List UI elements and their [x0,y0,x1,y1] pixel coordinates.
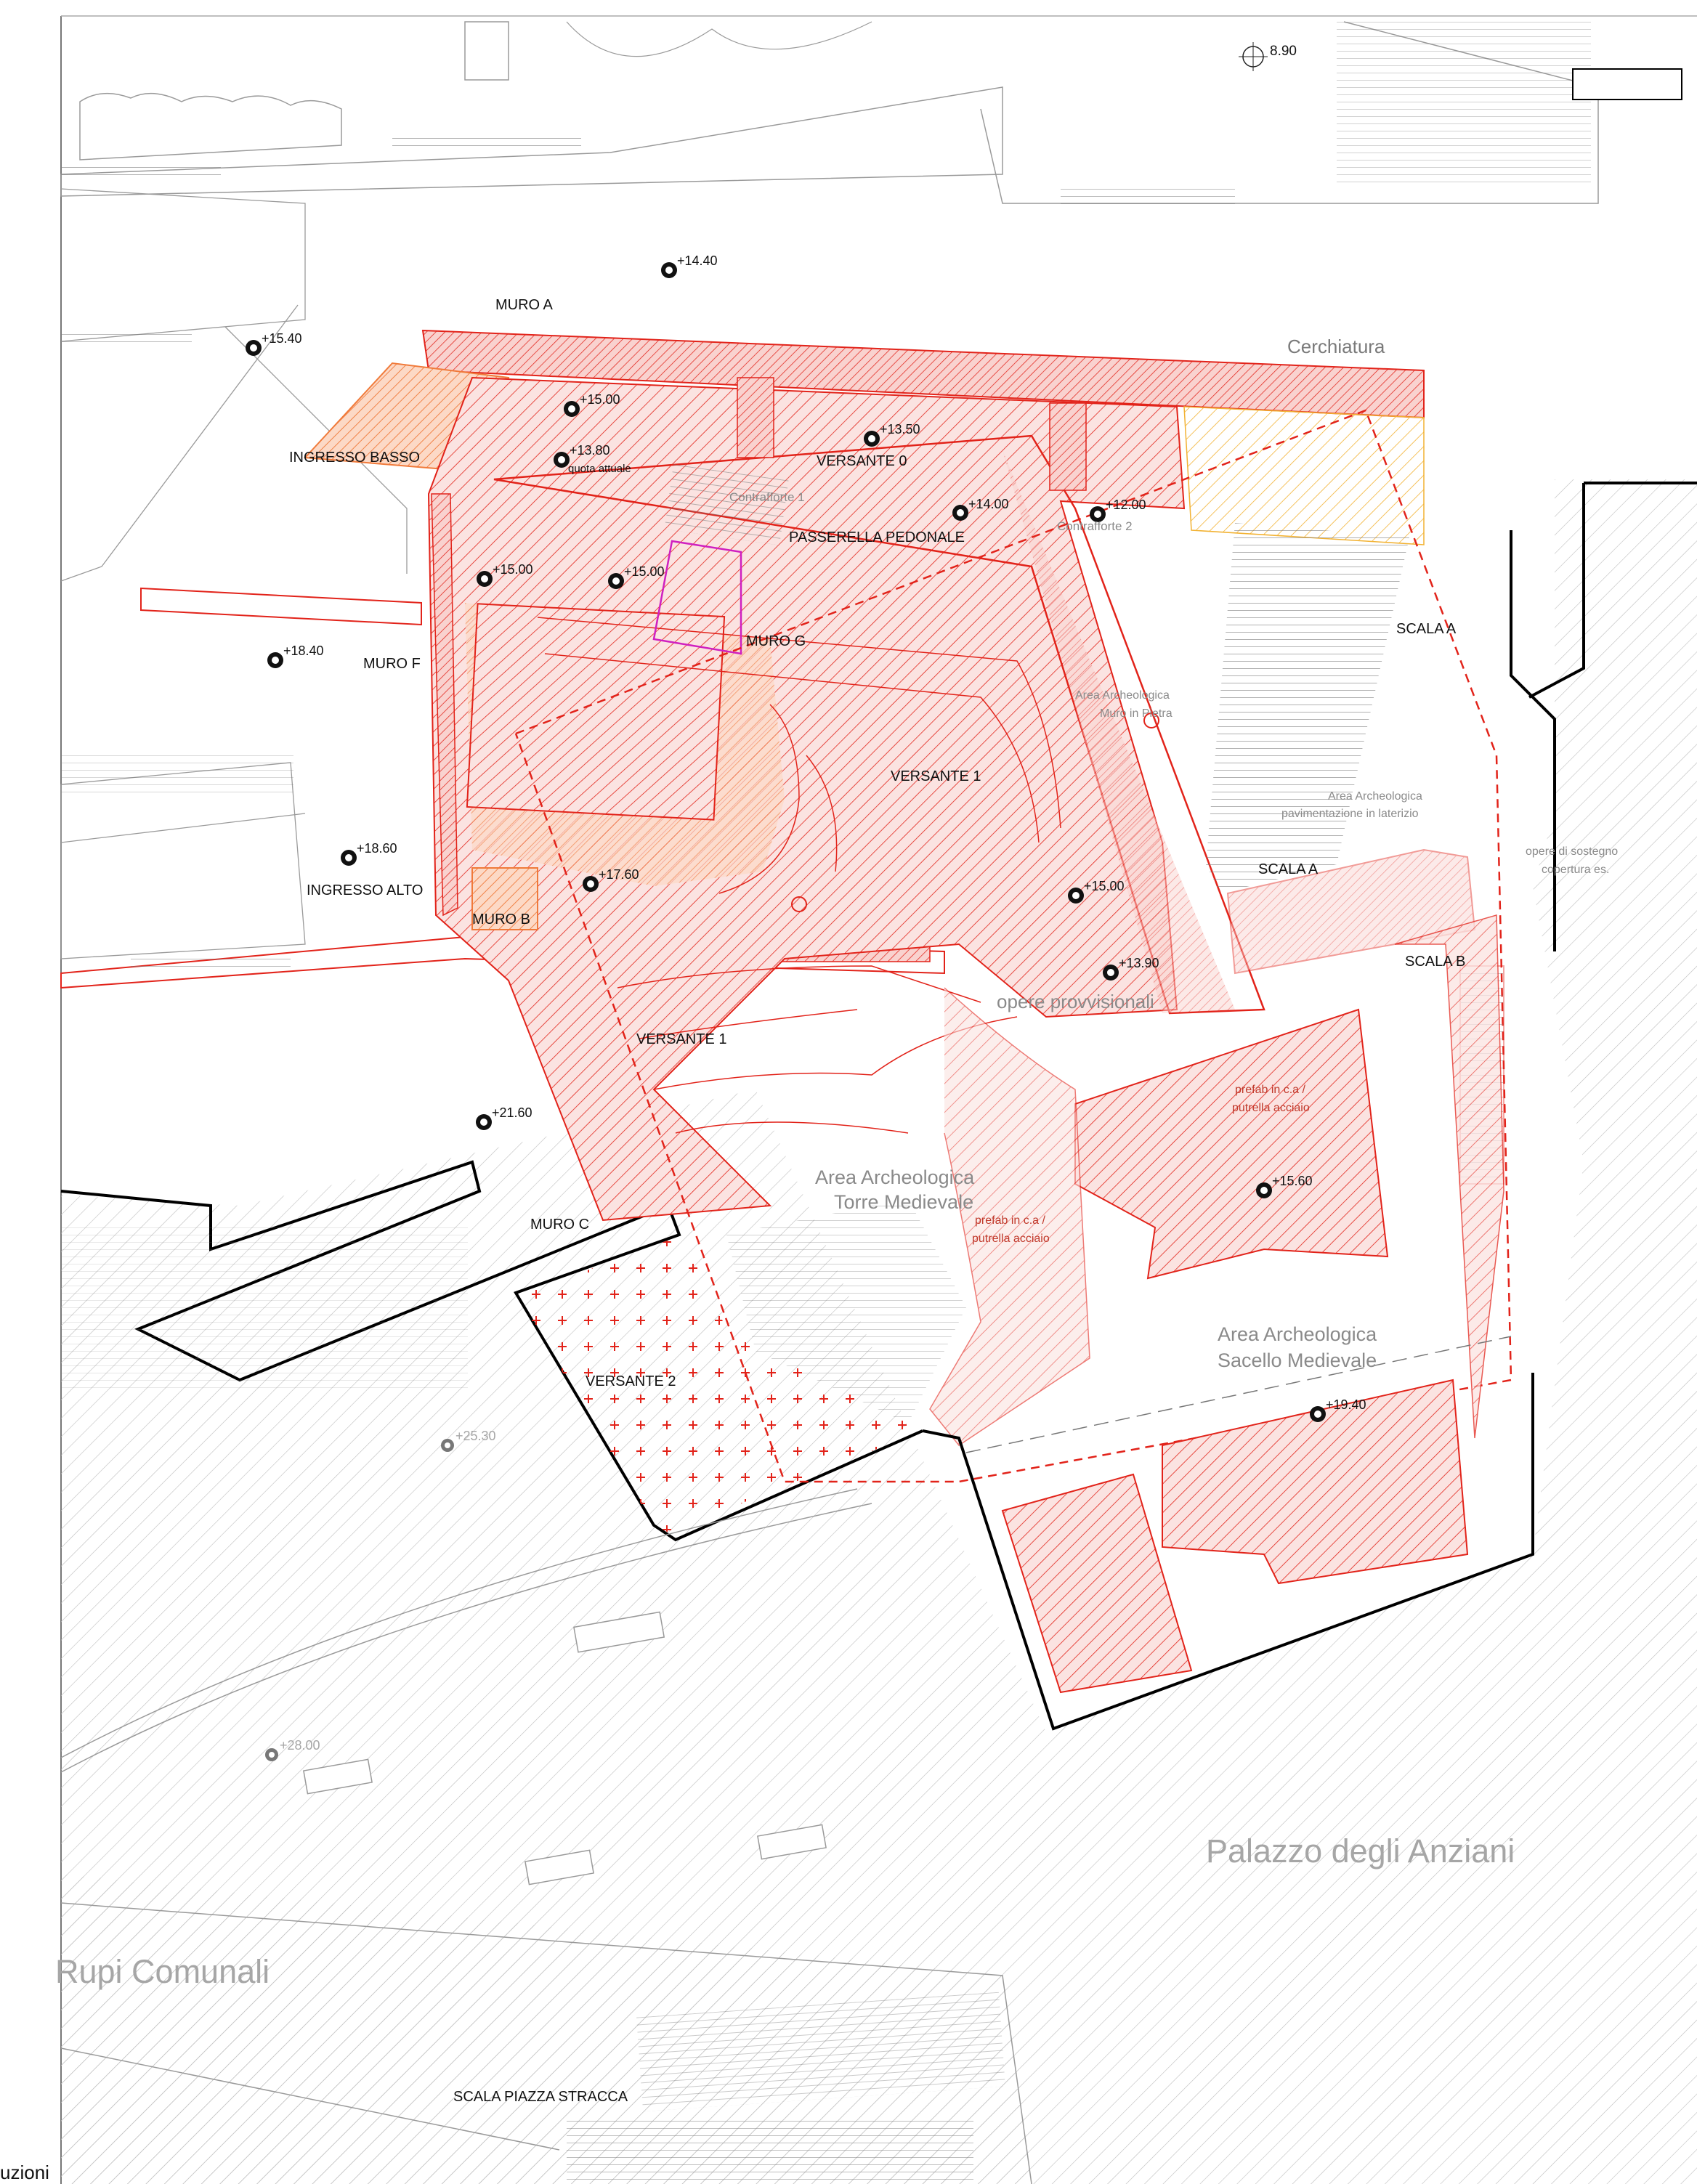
elevation-label: +19.40 [1326,1397,1366,1412]
scala-a-top-label: SCALA A [1396,621,1457,637]
elevation-label: +15.40 [262,331,302,346]
elevation-label: +25.30 [455,1429,496,1443]
versante-1-lower-label: VERSANTE 1 [636,1031,726,1047]
elevation-label: +17.60 [599,867,639,882]
survey-marker [341,850,357,866]
survey-marker [1068,888,1084,904]
area-pavimentazione-label-1: Area Archeologica [1328,790,1422,803]
ingresso-alto-label: INGRESSO ALTO [307,882,423,898]
passerella-pedonale-label: PASSERELLA PEDONALE [789,529,965,545]
survey-marker [476,1114,492,1130]
prefab-b-label-1: prefab in c.a / [975,1214,1046,1227]
torre-medievale-label-2: Torre Medievale [834,1191,973,1213]
survey-marker [265,1748,278,1761]
muro-b-label: MURO B [472,912,530,927]
elevation-label: +28.00 [280,1738,320,1753]
elevation-label: +14.40 [677,253,718,268]
elevation-label: +21.60 [492,1105,532,1120]
muro-g-label: MURO G [746,633,806,649]
rupi-comunali-label: Rupi Comunali [55,1953,270,1990]
elevation-label: +15.60 [1272,1174,1313,1188]
elevation-label: +13.50 [880,422,920,437]
elevation-label: +14.00 [968,497,1009,511]
versante-2-label: VERSANTE 2 [586,1373,676,1389]
elevation-label: +13.80 [570,443,610,458]
area-pavimentazione-label-2: pavimentazione in laterizio [1281,808,1419,820]
scala-a-bottom-label: SCALA A [1258,861,1319,877]
survey-marker [554,452,570,468]
muro-f-label: MURO F [363,656,421,672]
elevation-label: +15.00 [493,562,533,577]
opere-sostegno-label-2: copertura es. [1542,864,1609,876]
contrafforte-1-label: Contrafforte 1 [729,490,805,504]
survey-marker [608,573,624,589]
area-muro-label-2: Muro in Pietra [1100,707,1172,720]
survey-marker [864,431,880,447]
quota-attuale-label: quota attuale [568,463,631,475]
prefab-a-label-1: prefab in c.a / [1235,1084,1306,1096]
torre-medievale-label-1: Area Archeologica [815,1166,975,1188]
lower-structures [517,987,1534,1731]
survey-marker [1103,965,1119,981]
area-muro-label-1: Area Archeologica [1075,689,1170,702]
versante-1-label: VERSANTE 1 [891,768,981,784]
scala-a-stairs [1206,482,1697,1439]
elevation-label: +15.00 [624,564,665,579]
muro-c-label: MURO C [530,1217,589,1233]
survey-marker [1256,1182,1272,1198]
survey-marker [1239,42,1268,71]
prefab-a-label-2: putrella acciaio [1232,1102,1310,1114]
elevation-label: +15.00 [580,392,620,407]
elevation-label: +13.90 [1119,956,1159,970]
sacello-medievale-label-1: Area Archeologica [1218,1323,1377,1345]
survey-marker [477,571,493,587]
survey-marker [661,262,677,278]
survey-markers [246,42,1326,1761]
existing-buildings-hatch [61,479,1697,2184]
corner-label: uzioni [0,2161,49,2183]
lower-grey-linework [60,1488,1032,2184]
elevation-label: 8.90 [1270,44,1297,59]
survey-marker [246,340,262,356]
elevation-label: +15.00 [1084,879,1125,893]
contrafforte-2-label: Contrafforte 2 [1057,519,1133,533]
survey-marker [267,652,283,668]
muro-a-label: MURO A [495,297,554,313]
survey-marker [564,401,580,417]
scala-b-label: SCALA B [1405,954,1465,970]
top-stone-wall [60,21,1682,211]
opere-sostegno-label-1: opere di sostegno [1526,845,1618,858]
elevation-label: +18.40 [283,644,324,658]
elevation-labels: 8.90 +14.40 +15.40 +15.00 +13.50 +13.80 … [262,44,1366,1753]
opere-provvisionali-label: opere provvisionali [997,991,1154,1012]
versante-0-label: VERSANTE 0 [817,453,907,469]
survey-marker [441,1439,454,1452]
elevation-label: +18.60 [357,841,397,856]
ingresso-basso-label: INGRESSO BASSO [289,450,420,466]
survey-marker [583,876,599,892]
survey-marker [1090,506,1106,522]
survey-marker [952,505,968,521]
palazzo-anziani-label: Palazzo degli Anziani [1206,1832,1515,1870]
elevation-label: +12.00 [1106,498,1146,512]
intervention-zone [303,329,1512,1483]
scala-piazza-stracca-label: SCALA PIAZZA STRACCA [453,2089,628,2105]
zone-labels: MURO A Cerchiatura INGRESSO BASSO VERSAN… [0,297,1618,2183]
prefab-b-label-2: putrella acciaio [972,1233,1050,1245]
survey-marker [1310,1406,1326,1422]
cerchiatura-label: Cerchiatura [1287,336,1385,357]
sacello-medievale-label-2: Sacello Medievale [1218,1349,1377,1371]
